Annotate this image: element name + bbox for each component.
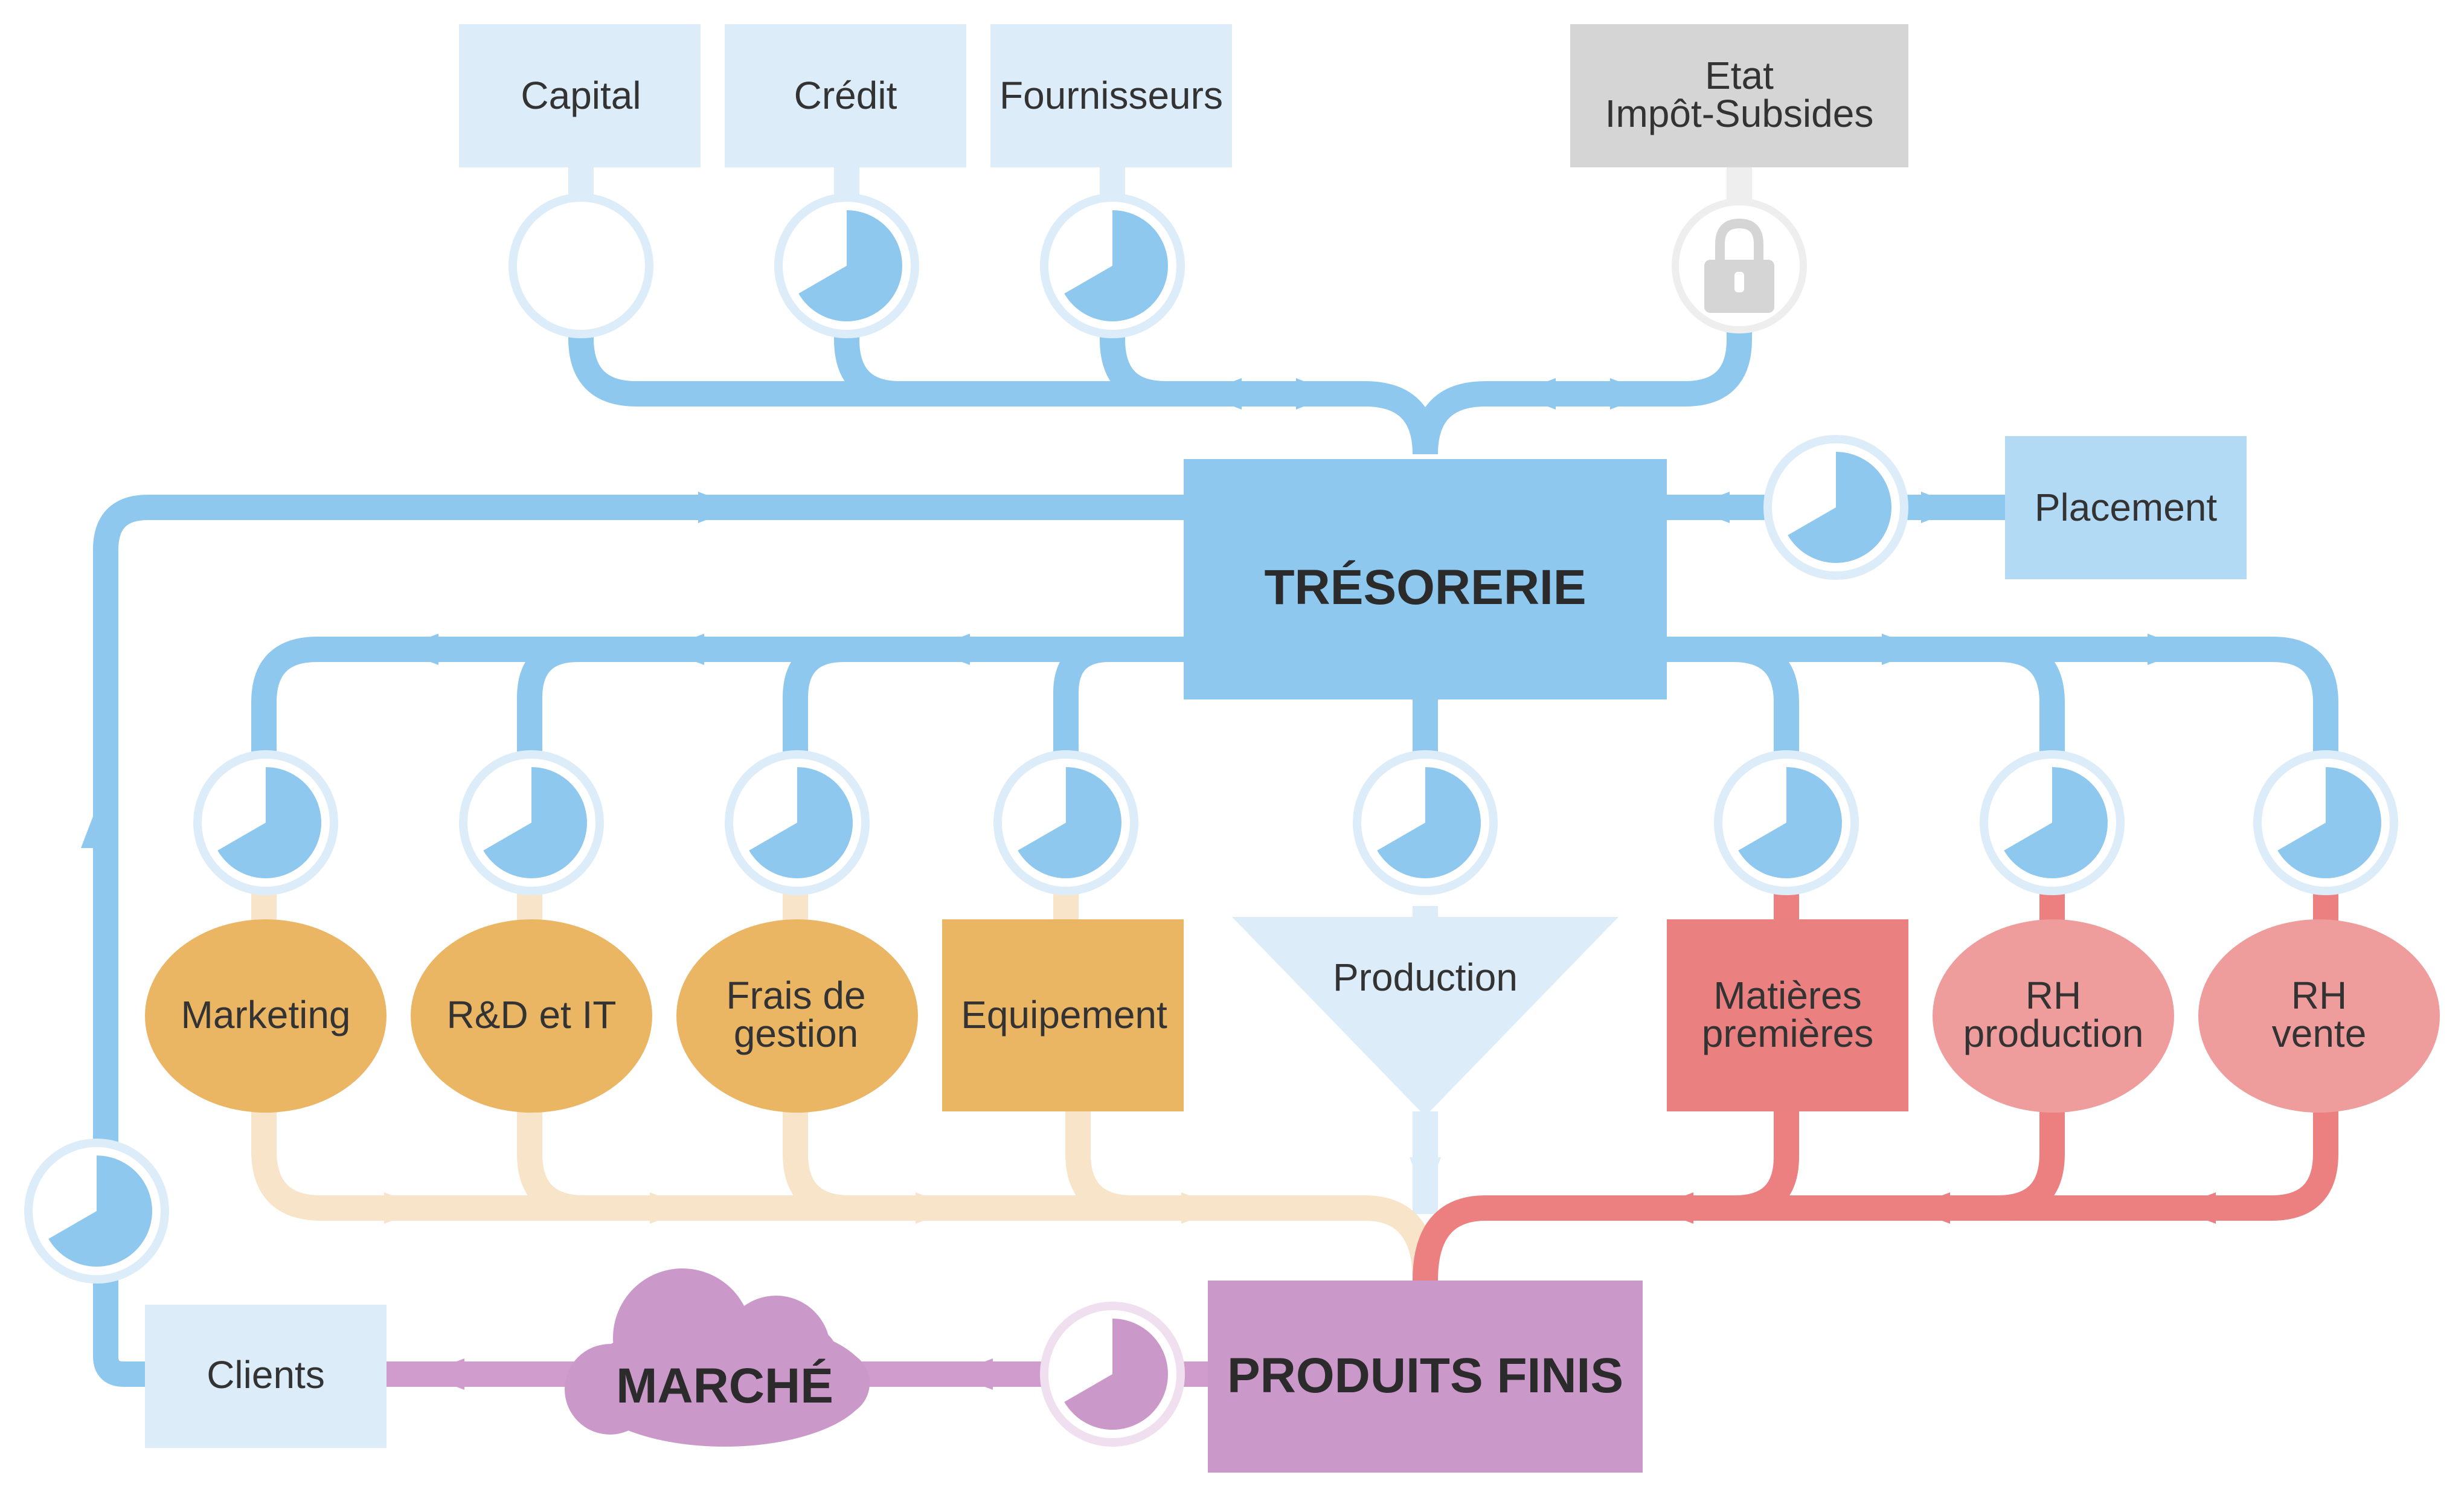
timer-icon [993, 750, 1138, 895]
rnd-label: R&D et IT [447, 993, 617, 1037]
timer-icon [193, 750, 338, 895]
rnd-node: R&D et IT [411, 919, 652, 1113]
hr-sales-label: RH [2291, 974, 2347, 1017]
timer-icon [1353, 750, 1498, 895]
treasury-box: TRÉSORERIE [1184, 459, 1667, 699]
raw-materials-sublabel: premières [1702, 1012, 1874, 1055]
state-label: Etat [1705, 54, 1774, 97]
production-label: Production [1333, 956, 1518, 999]
overhead-sublabel: gestion [734, 1012, 858, 1055]
market-label: MARCHÉ [616, 1358, 833, 1413]
treasury-label: TRÉSORERIE [1264, 560, 1586, 615]
timer-icon [1714, 750, 1859, 895]
hr-sales-sublabel: vente [2272, 1012, 2367, 1055]
equipment-node: Equipement [942, 919, 1184, 1111]
hr-sales-node: RH vente [2198, 919, 2440, 1113]
marketing-node: Marketing [145, 919, 387, 1113]
clients-label: Clients [207, 1353, 325, 1397]
overhead-label: Frais de [726, 974, 865, 1017]
capital-label: Capital [521, 74, 641, 117]
raw-materials-label: Matières [1713, 974, 1861, 1017]
hr-production-node: RH production [1933, 919, 2174, 1113]
hr-production-label: RH [2026, 974, 2081, 1017]
hr-production-sublabel: production [1963, 1012, 2144, 1055]
equipment-label: Equipement [961, 993, 1167, 1037]
timer-icon [2253, 750, 2398, 895]
finished-goods-box: PRODUITS FINIS [1208, 1281, 1643, 1473]
finished-goods-label: PRODUITS FINIS [1227, 1348, 1623, 1403]
timer-icon [1040, 193, 1185, 338]
lock-icon [1672, 198, 1807, 333]
investment-label: Placement [2035, 486, 2218, 529]
credit-label: Crédit [794, 74, 897, 117]
timer-icon [459, 750, 604, 895]
timer-icon [725, 750, 870, 895]
investment-box: Placement [2005, 436, 2247, 579]
credit-box: Crédit [725, 24, 966, 167]
suppliers-label: Fournisseurs [999, 74, 1223, 117]
marketing-label: Marketing [181, 993, 351, 1037]
timer-icon [509, 193, 653, 338]
suppliers-box: Fournisseurs [990, 24, 1232, 167]
timer-icon [1763, 435, 1908, 580]
state-box: Etat Impôt-Subsides [1570, 24, 1908, 167]
market-cloud: MARCHÉ [565, 1268, 870, 1447]
timer-icon [24, 1139, 169, 1284]
capital-box: Capital [459, 24, 701, 167]
clients-box: Clients [145, 1305, 387, 1448]
raw-materials-node: Matières premières [1667, 919, 1908, 1111]
timers [24, 193, 2398, 1447]
timer-icon [774, 193, 919, 338]
state-sublabel: Impôt-Subsides [1605, 92, 1874, 135]
overhead-node: Frais de gestion [676, 919, 918, 1113]
timer-icon [1980, 750, 2125, 895]
production-funnel: Production [1232, 917, 1619, 1116]
timer-icon [1040, 1302, 1185, 1447]
